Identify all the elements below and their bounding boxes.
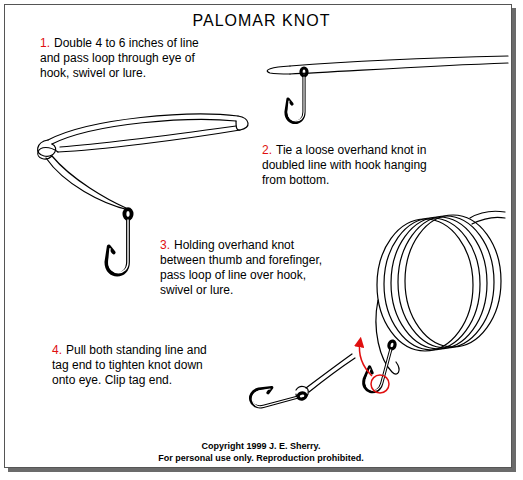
diagram-title: PALOMAR KNOT <box>0 12 523 30</box>
step-block: 3.Holding overhand knot between thumb an… <box>160 238 342 298</box>
step-number: 1. <box>40 36 50 50</box>
copyright-note: For personal use only. Reproduction proh… <box>111 452 411 464</box>
step-text: Holding overhand knot between thumb and … <box>160 238 322 297</box>
copyright-note: Copyright 1999 J. E. Sherry. <box>111 440 411 452</box>
step-block: Copyright 1999 J. E. Sherry.For personal… <box>111 440 411 464</box>
step-text: Tie a loose overhand knot in doubled lin… <box>262 143 427 187</box>
step-number: 3. <box>160 238 170 252</box>
step-block: 2.Tie a loose overhand knot in doubled l… <box>262 143 452 188</box>
step-number: 2. <box>262 143 272 157</box>
step-number: 4. <box>52 343 62 357</box>
step-text: Pull both standing line and tag end to t… <box>52 343 207 387</box>
step-block: 4.Pull both standing line and tag end to… <box>52 343 222 388</box>
step-block: 1.Double 4 to 6 inches of line and pass … <box>40 36 222 81</box>
step-text: Double 4 to 6 inches of line and pass lo… <box>40 36 199 80</box>
